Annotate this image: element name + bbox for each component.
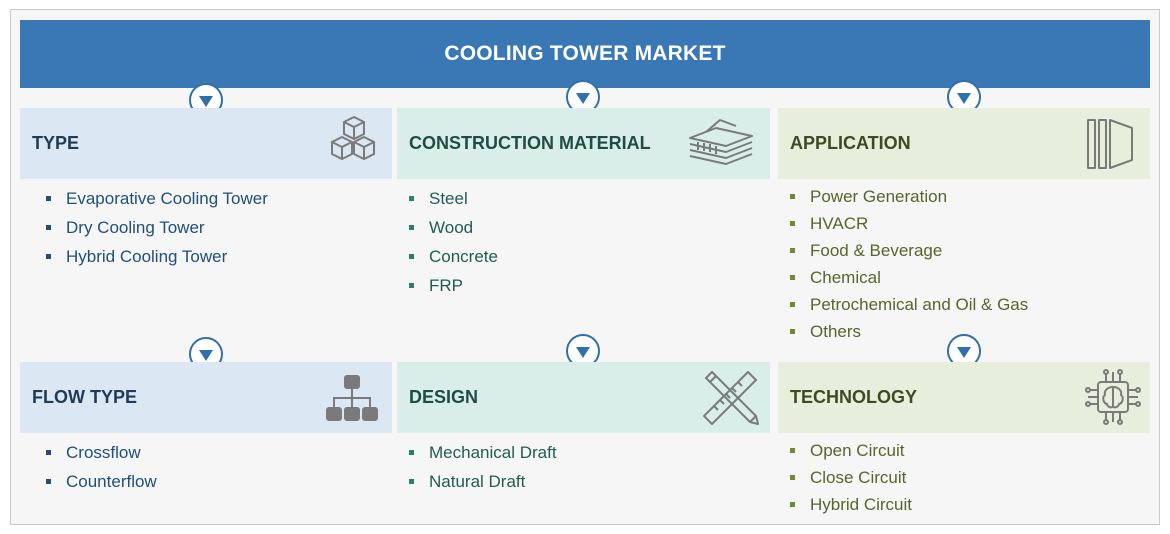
section-header-flow-type: FLOW TYPE — [20, 362, 392, 433]
list-item: Chemical — [786, 264, 1028, 291]
list-item: Natural Draft — [405, 467, 557, 496]
list-item: Crossflow — [42, 438, 157, 467]
section-header-type: TYPE — [20, 108, 392, 179]
flow-type-list: Crossflow Counterflow — [42, 438, 157, 496]
list-item: Open Circuit — [786, 437, 912, 464]
section-heading: CONSTRUCTION MATERIAL — [409, 133, 651, 153]
hierarchy-icon — [324, 370, 380, 426]
section-heading: FLOW TYPE — [32, 387, 137, 407]
technology-list: Open Circuit Close Circuit Hybrid Circui… — [786, 437, 912, 518]
pencil-ruler-icon — [700, 366, 762, 428]
list-item: Steel — [405, 184, 498, 213]
section-heading: TECHNOLOGY — [790, 387, 918, 407]
chip-brain-icon — [1082, 366, 1144, 428]
list-item: Hybrid Cooling Tower — [42, 242, 268, 271]
section-heading: APPLICATION — [790, 133, 911, 153]
list-item: Power Generation — [786, 183, 1028, 210]
list-item: HVACR — [786, 210, 1028, 237]
section-header-application: APPLICATION — [778, 108, 1150, 179]
cubes-icon — [324, 116, 380, 172]
list-item: Dry Cooling Tower — [42, 213, 268, 242]
list-item: Wood — [405, 213, 498, 242]
application-list: Power Generation HVACR Food & Beverage C… — [786, 183, 1028, 345]
list-item: Petrochemical and Oil & Gas — [786, 291, 1028, 318]
list-item: Hybrid Circuit — [786, 491, 912, 518]
section-header-construction-material: CONSTRUCTION MATERIAL — [397, 108, 770, 179]
construction-material-list: Steel Wood Concrete FRP — [405, 184, 498, 300]
list-item: Food & Beverage — [786, 237, 1028, 264]
list-item: Counterflow — [42, 467, 157, 496]
list-item: Evaporative Cooling Tower — [42, 184, 268, 213]
list-item: Others — [786, 318, 1028, 345]
design-list: Mechanical Draft Natural Draft — [405, 438, 557, 496]
list-item: Concrete — [405, 242, 498, 271]
type-list: Evaporative Cooling Tower Dry Cooling To… — [42, 184, 268, 271]
list-item: Close Circuit — [786, 464, 912, 491]
section-header-technology: TECHNOLOGY — [778, 362, 1150, 433]
page-title: COOLING TOWER MARKET — [20, 20, 1150, 88]
list-item: FRP — [405, 271, 498, 300]
section-heading: DESIGN — [409, 387, 479, 407]
section-header-design: DESIGN — [397, 362, 770, 433]
section-heading: TYPE — [32, 133, 80, 153]
application-panels-icon — [1082, 116, 1138, 172]
material-layers-icon — [686, 116, 756, 172]
list-item: Mechanical Draft — [405, 438, 557, 467]
